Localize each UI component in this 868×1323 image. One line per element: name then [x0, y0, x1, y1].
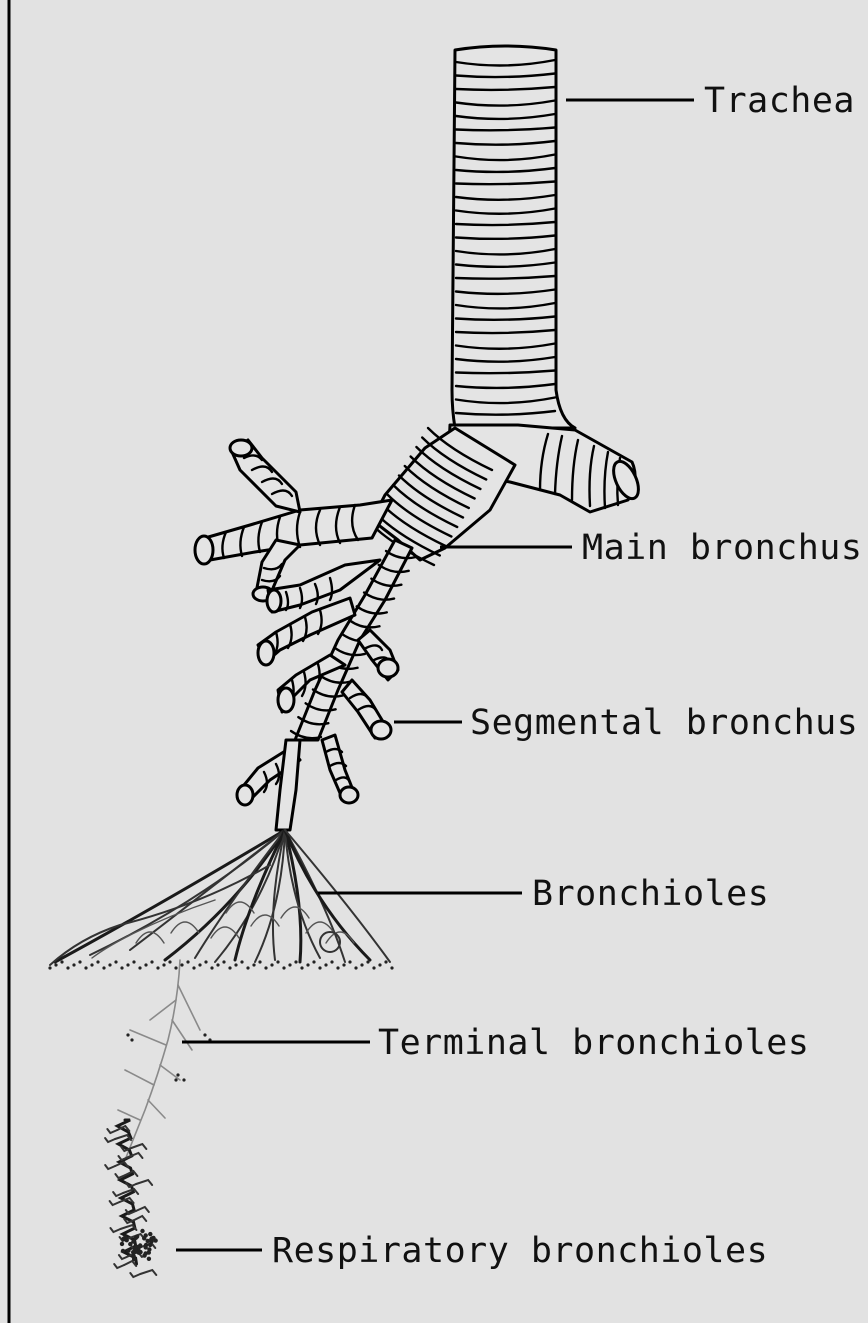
terminal-bronchioles-label: Terminal bronchioles: [378, 1023, 809, 1063]
trachea-tube: [452, 46, 575, 465]
bronchioles-label: Bronchioles: [532, 874, 769, 914]
segmental-bronchus-label: Segmental bronchus: [470, 703, 858, 743]
main-bronchus-label: Main bronchus: [582, 528, 862, 568]
trachea-label: Trachea: [704, 81, 855, 121]
upper-lobe-bronchus: [195, 440, 392, 612]
bronchioles-fan: [48, 830, 393, 970]
terminal-bronchioles-branches: [118, 960, 212, 1160]
respiratory-bronchioles-label: Respiratory bronchioles: [272, 1231, 768, 1271]
